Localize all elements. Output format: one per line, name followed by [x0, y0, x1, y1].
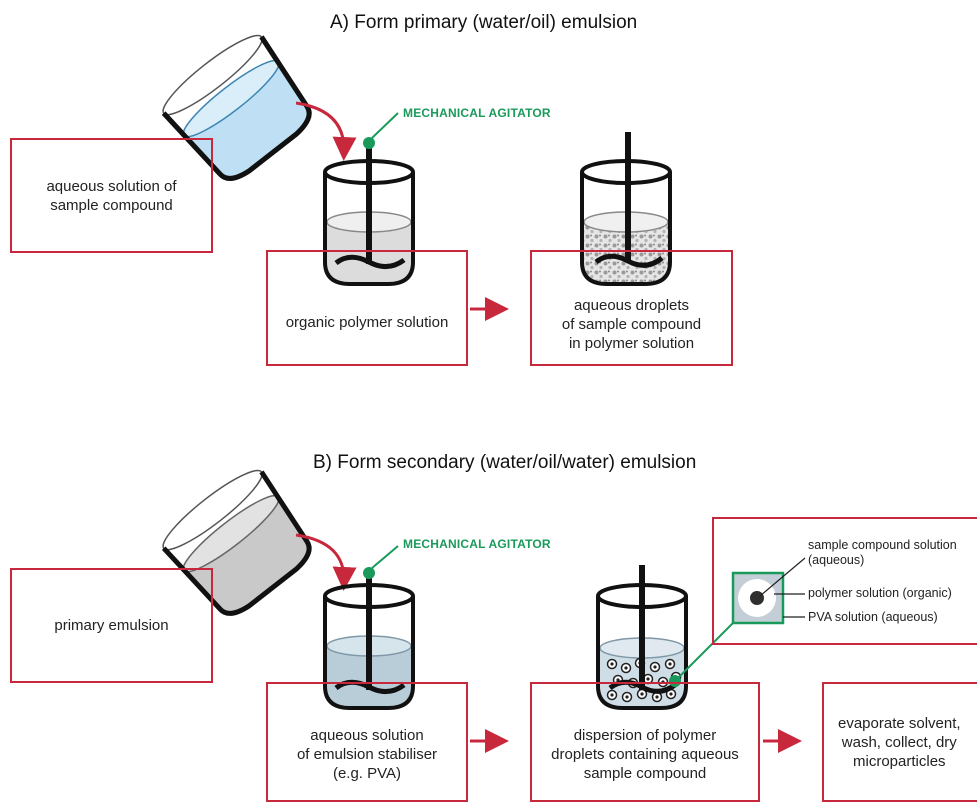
input-box-a-text: aqueous solution of sample compound	[46, 177, 177, 214]
inset-label-outer: PVA solution (aqueous)	[808, 610, 938, 624]
section-a-title: A) Form primary (water/oil) emulsion	[330, 12, 638, 33]
result-box-b: dispersion of polymer droplets containin…	[530, 682, 760, 802]
beaker-box-b: aqueous solution of emulsion stabiliser …	[266, 682, 468, 802]
agitator-label-a: MECHANICAL AGITATOR	[403, 106, 551, 120]
droplet-inset-icon	[731, 557, 806, 625]
agitator-icon-a2	[594, 132, 664, 268]
pour-arrow-a	[295, 101, 357, 161]
inset-box-b	[712, 517, 977, 645]
inset-label-core: sample compound solution (aqueous)	[808, 538, 957, 567]
agitator-icon-b	[334, 545, 406, 694]
result-box-b-text: dispersion of polymer droplets containin…	[551, 727, 739, 782]
input-box-a: aqueous solution of sample compound	[10, 138, 213, 253]
input-box-b: primary emulsion	[10, 568, 213, 683]
pour-arrow-b	[295, 533, 357, 591]
pouring-beaker-icon-b	[161, 469, 312, 616]
pouring-beaker-icon-a	[161, 34, 312, 181]
zoom-connector	[678, 622, 734, 678]
final-box-b: evaporate solvent, wash, collect, dry mi…	[822, 682, 977, 802]
beaker-box-a-text: organic polymer solution	[285, 314, 449, 331]
beaker-box-b-text: aqueous solution of emulsion stabiliser …	[296, 727, 438, 782]
beaker-box-a: organic polymer solution	[266, 250, 468, 366]
agitator-label-b: MECHANICAL AGITATOR	[403, 537, 551, 551]
zoom-source-droplet	[669, 675, 681, 687]
result-box-a: aqueous droplets of sample compound in p…	[530, 250, 733, 366]
result-box-a-text: aqueous droplets of sample compound in p…	[561, 297, 702, 352]
inset-label-shell: polymer solution (organic)	[808, 586, 952, 600]
input-box-b-text: primary emulsion	[54, 617, 169, 634]
agitator-icon-a	[334, 112, 406, 269]
final-box-b-text: evaporate solvent, wash, collect, dry mi…	[838, 715, 961, 770]
section-b-title: B) Form secondary (water/oil/water) emul…	[313, 452, 697, 473]
